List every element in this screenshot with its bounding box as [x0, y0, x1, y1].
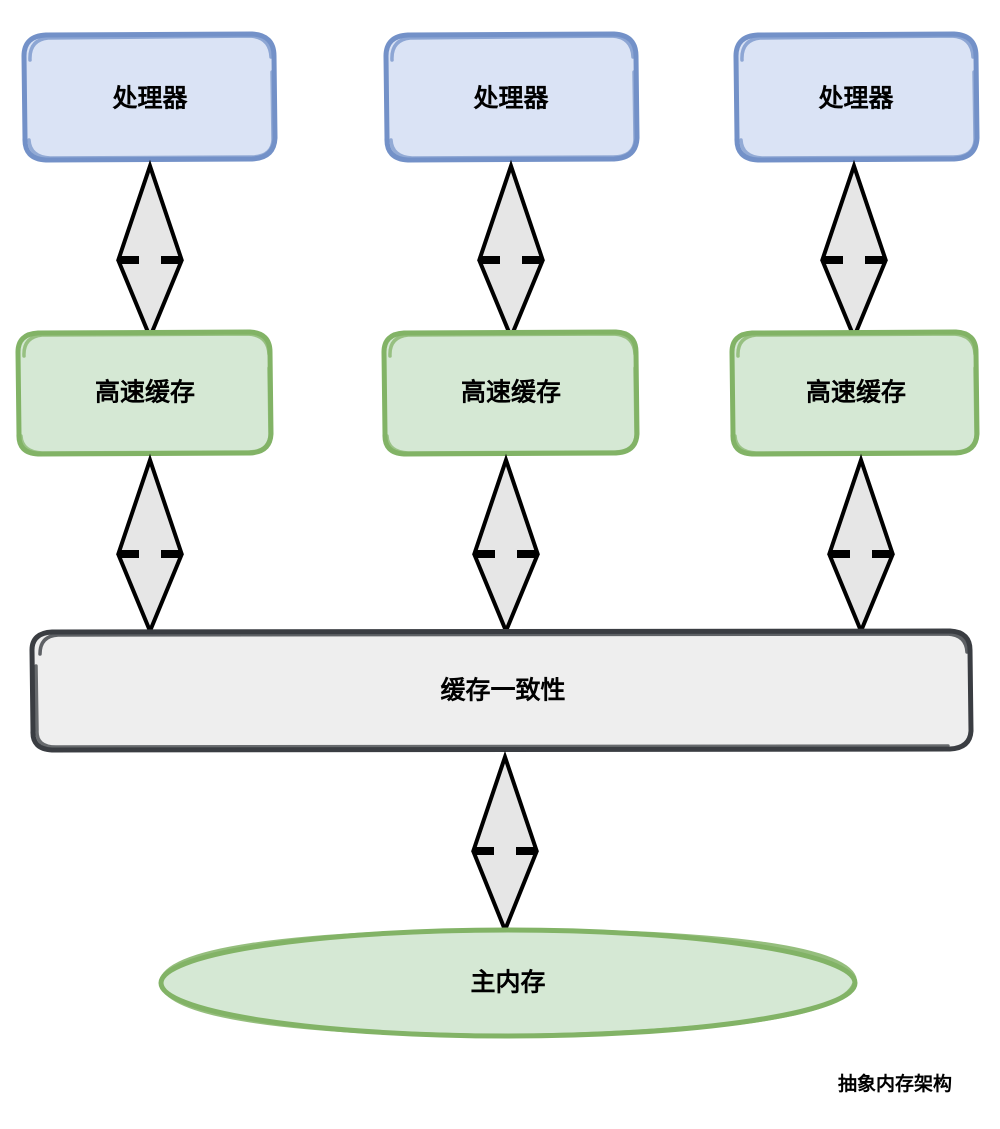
cache-coherence-box-shape — [29, 628, 974, 753]
cache-node-2[interactable]: 高速缓存 — [381, 329, 640, 457]
processor-label-1: 处理器 — [111, 85, 188, 113]
processor-box-2-shape — [383, 31, 640, 163]
main-memory-node[interactable]: 主内存 — [158, 927, 858, 1039]
main-memory-label: 主内存 — [470, 969, 545, 997]
diagram-caption: 抽象内存架构 — [838, 1072, 952, 1095]
processor-node-2[interactable]: 处理器 — [383, 31, 640, 163]
cache-box-1-sketch-bottom — [19, 366, 272, 455]
cache-box-2-sketch-top — [388, 332, 637, 358]
cache-coherence-label: 缓存一致性 — [440, 676, 565, 705]
processor-label-2: 处理器 — [472, 85, 549, 113]
cache-coherence-sketch-bottom — [34, 664, 950, 749]
processor-node-3[interactable]: 处理器 — [733, 31, 980, 163]
cache-box-1-sketch-top — [22, 332, 271, 358]
cache-label-1: 高速缓存 — [95, 378, 195, 407]
processor-box-3-sketch-bottom — [739, 70, 977, 160]
main-memory-sketch-outline — [158, 927, 857, 1039]
cache-box-2-sketch-bottom — [385, 366, 638, 455]
cache-box-3-sketch-bottom — [733, 366, 978, 455]
cache-label-2: 高速缓存 — [461, 378, 561, 407]
processor-box-1-sketch-top — [28, 34, 273, 62]
processor-box-1-sketch-bottom — [27, 70, 275, 160]
processor-box-3-sketch-top — [740, 34, 975, 62]
cache-node-1[interactable]: 高速缓存 — [15, 329, 274, 457]
cache-node-3[interactable]: 高速缓存 — [729, 329, 980, 457]
processor-box-2-sketch-top — [390, 34, 635, 62]
cache-coherence-node[interactable]: 缓存一致性 — [29, 628, 974, 753]
cache-coherence-sketch-top — [38, 632, 969, 656]
processor-box-2-sketch-bottom — [389, 70, 637, 160]
cache-label-3: 高速缓存 — [806, 378, 906, 407]
processor-box-3-shape — [733, 31, 980, 163]
processor-node-1[interactable]: 处理器 — [21, 31, 278, 163]
processor-box-1-shape — [21, 31, 278, 163]
processor-label-3: 处理器 — [817, 85, 894, 113]
cache-box-3-sketch-top — [736, 332, 977, 358]
